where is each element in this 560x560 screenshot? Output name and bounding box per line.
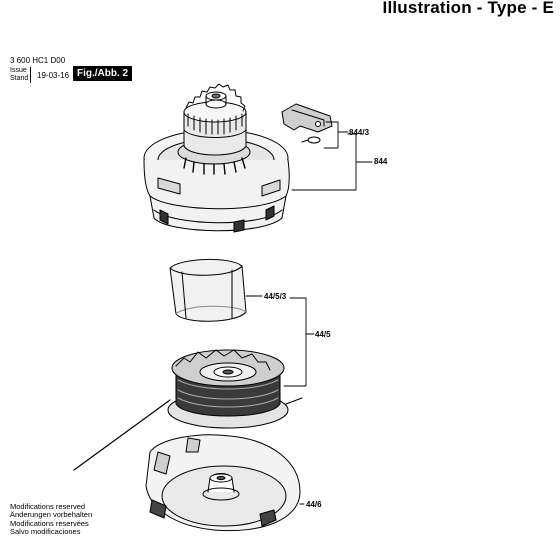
sleeve-ring-44-5-3 xyxy=(169,258,247,322)
notice-line-en: Modifications reserved xyxy=(10,502,86,511)
leader-lines xyxy=(245,121,373,505)
issue-date: 19-03-16 xyxy=(37,71,70,80)
document-number: 3 600 HC1 D00 xyxy=(10,56,66,65)
spool-cover xyxy=(145,434,301,532)
callout-44-5-3: 44/5/3 xyxy=(264,292,287,301)
callout-44-5: 44/5 xyxy=(315,330,331,339)
line-spool xyxy=(73,349,303,471)
figure-badge: Fig./Abb. 2 xyxy=(73,66,133,81)
notice-line-fr: Modifications reservées xyxy=(10,518,89,528)
latch-part-844-3 xyxy=(281,103,333,144)
callout-44-6: 44/6 xyxy=(306,500,322,509)
diagram-title: Illustration - Type - E xyxy=(382,0,554,17)
modifications-notice: Modifications reserved Änderungen vorbeh… xyxy=(10,502,93,536)
issue-label-de: Stand xyxy=(10,75,29,82)
issue-label-en: Issue xyxy=(10,67,27,74)
trimmer-head-housing xyxy=(143,83,290,233)
issue-label: Issue Stand xyxy=(10,67,32,83)
notice-line-de: Änderungen vorbehalten xyxy=(10,510,93,520)
notice-line-es: Salvo modificaciones xyxy=(10,526,81,536)
callout-844-3: 844/3 xyxy=(349,128,370,137)
callout-844: 844 xyxy=(374,157,388,166)
